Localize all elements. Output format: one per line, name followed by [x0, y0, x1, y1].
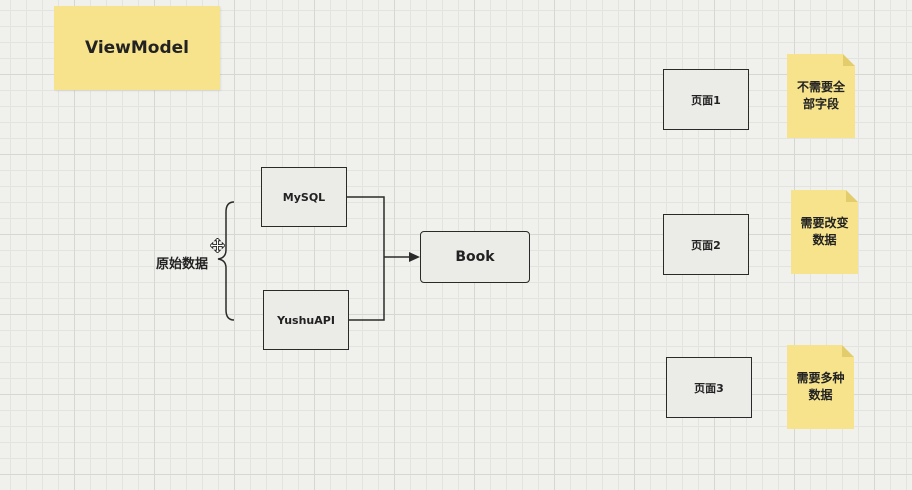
- page-1-note-line-1: 不需要全: [796, 80, 845, 94]
- connector-yushuapi: [348, 257, 385, 321]
- page-1-note-line-2: 部字段: [802, 97, 839, 111]
- mysql-box[interactable]: MySQL: [261, 167, 347, 227]
- page-2-note[interactable]: 需要改变 数据: [791, 190, 858, 274]
- page-2-label: 页面2: [691, 238, 721, 252]
- source-data-label: 原始数据: [156, 257, 209, 272]
- yushuapi-label: YushuAPI: [277, 313, 335, 327]
- page-3-note[interactable]: 需要多种 数据: [787, 345, 854, 429]
- page-3-note-line-1: 需要多种: [796, 371, 845, 385]
- source-brace: [217, 201, 235, 321]
- connector-mysql: [346, 196, 385, 257]
- arrowhead-icon: [409, 252, 420, 262]
- viewmodel-title: ViewModel: [84, 38, 190, 58]
- page-3-note-line-2: 数据: [808, 388, 833, 402]
- book-label: Book: [455, 249, 495, 265]
- move-cursor-icon: [210, 238, 225, 253]
- page-3-box[interactable]: 页面3: [666, 357, 752, 418]
- book-box[interactable]: Book: [420, 231, 530, 283]
- page-1-note[interactable]: 不需要全 部字段: [787, 54, 855, 138]
- viewmodel-title-note[interactable]: ViewModel: [54, 6, 220, 90]
- page-2-note-line-2: 数据: [812, 233, 837, 247]
- page-3-label: 页面3: [694, 381, 724, 395]
- page-1-label: 页面1: [691, 93, 721, 107]
- page-1-box[interactable]: 页面1: [663, 69, 749, 130]
- mysql-label: MySQL: [282, 190, 326, 204]
- page-2-note-line-1: 需要改变: [800, 216, 849, 230]
- page-2-box[interactable]: 页面2: [663, 214, 749, 275]
- yushuapi-box[interactable]: YushuAPI: [263, 290, 349, 350]
